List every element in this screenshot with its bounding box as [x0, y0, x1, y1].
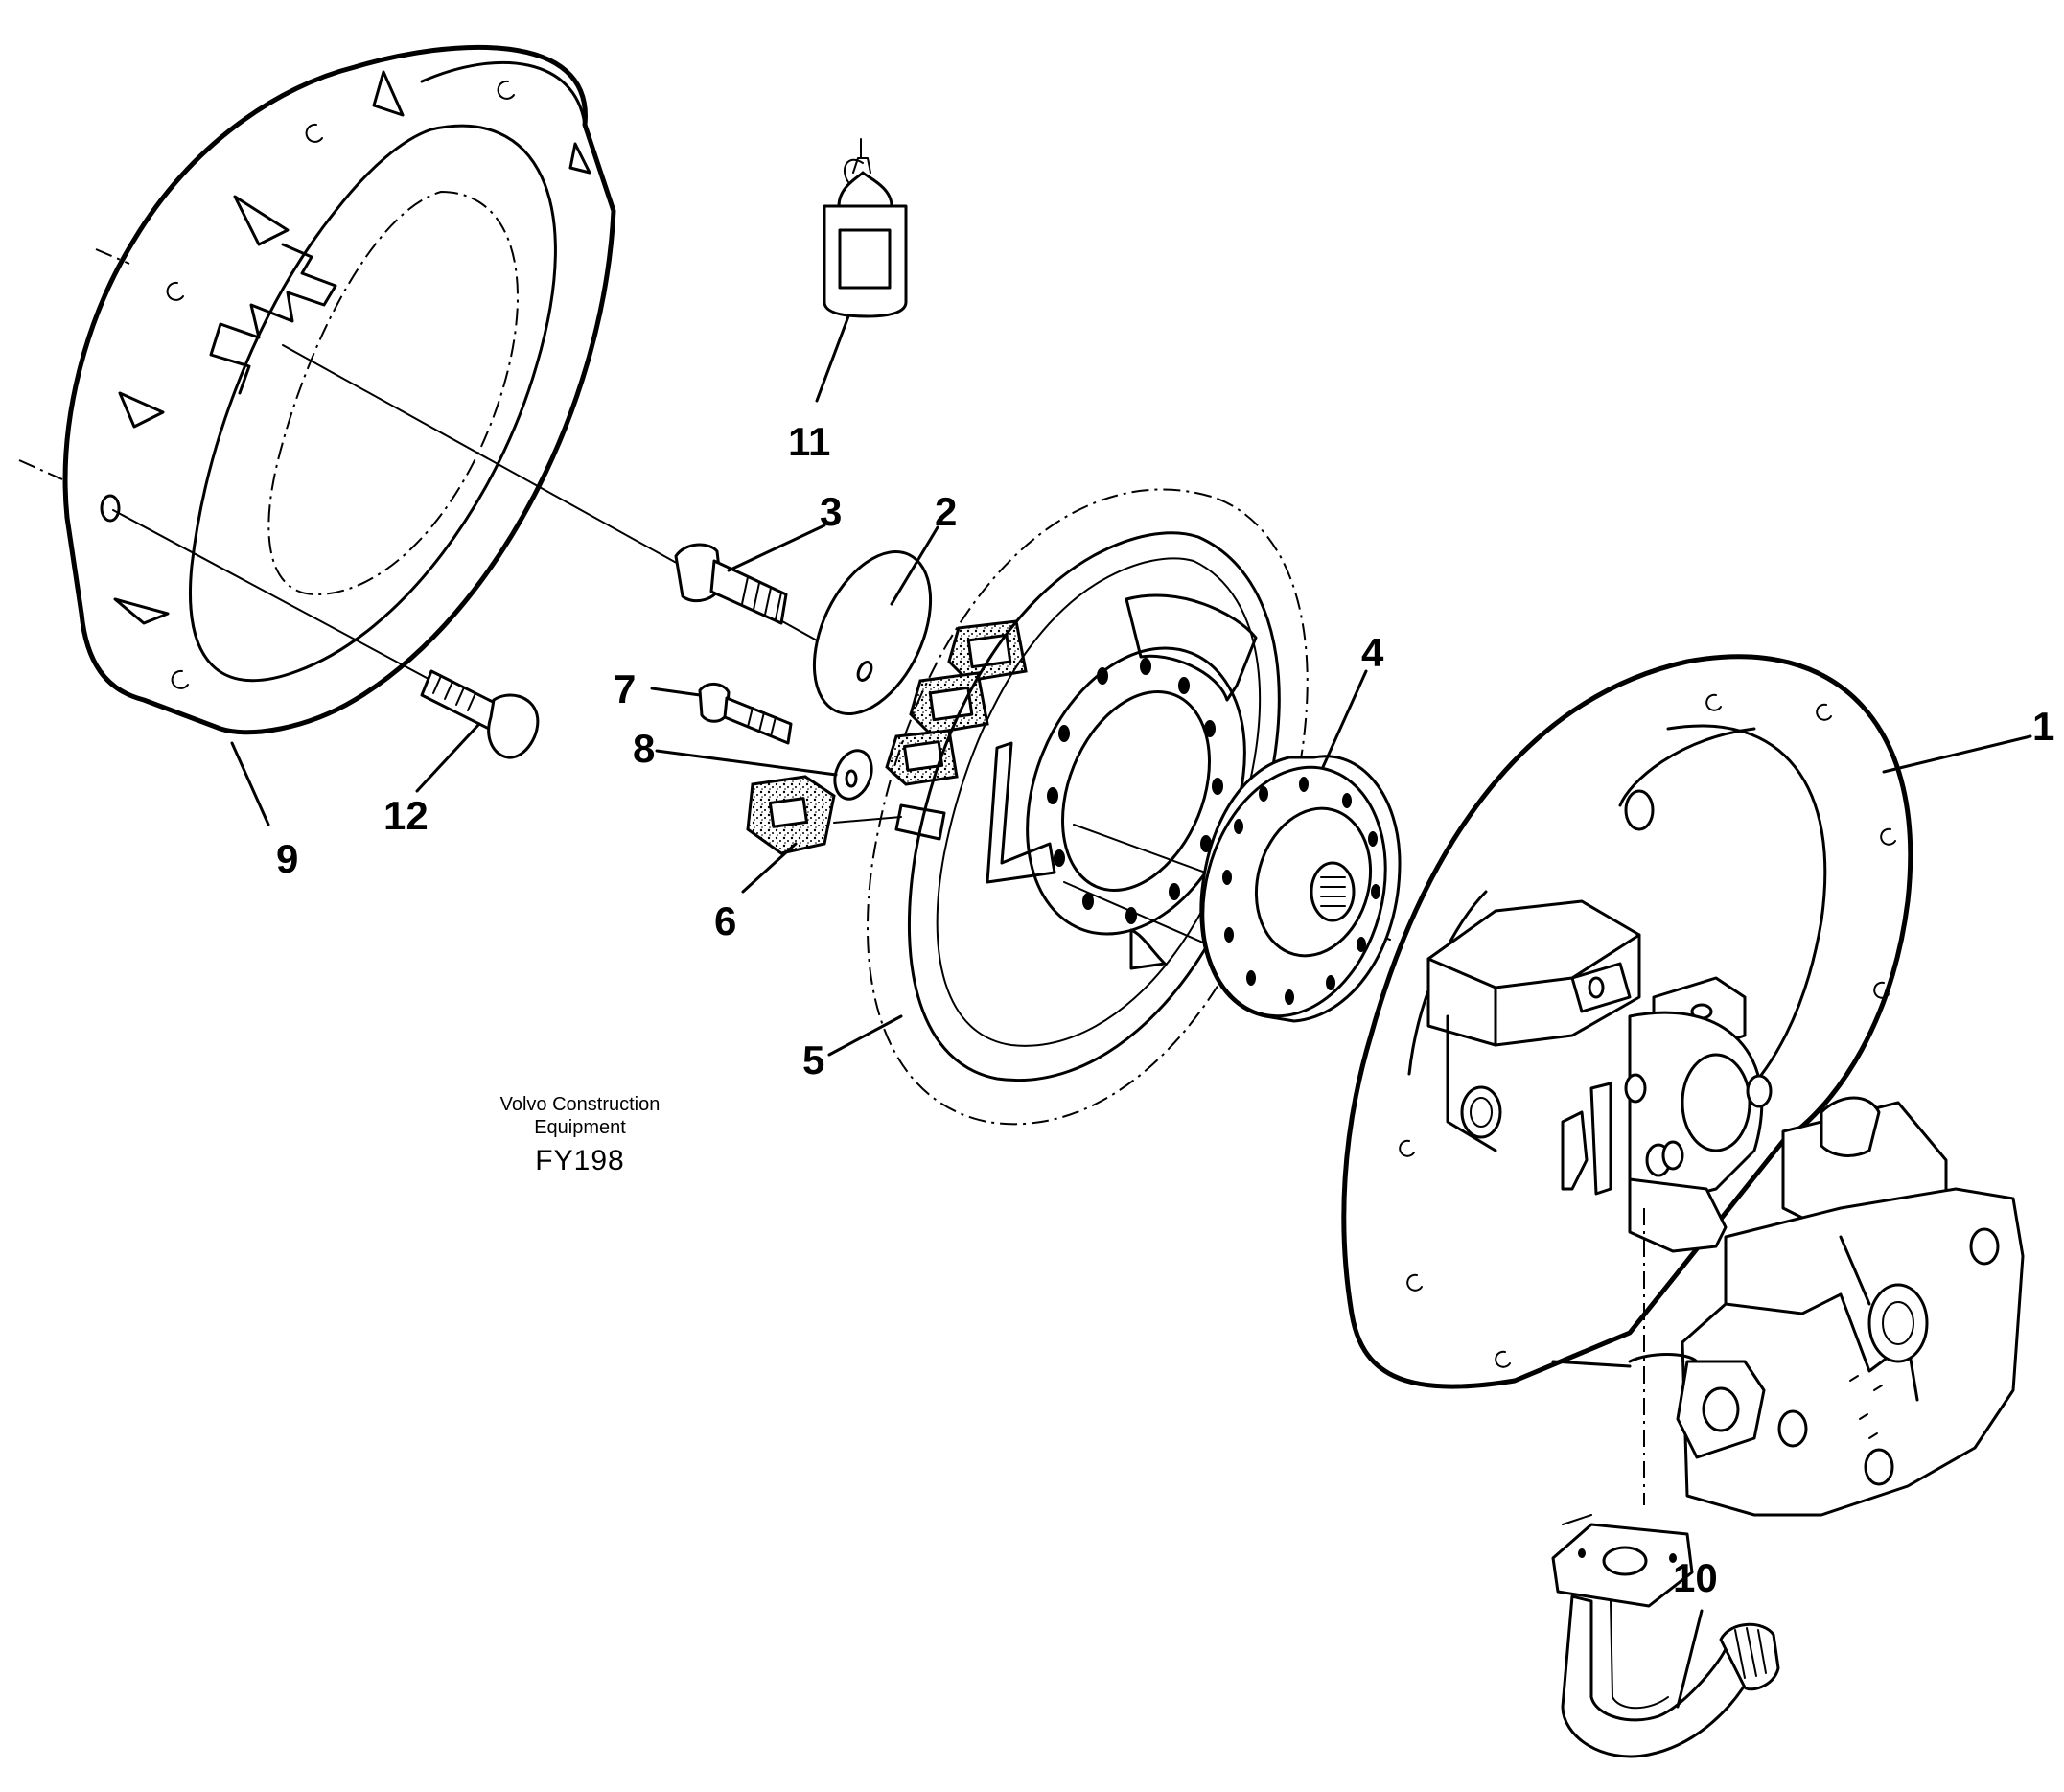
flywheel-housing-drawing [18, 44, 616, 735]
hose-drawing [1551, 1514, 1780, 1758]
pump-housing-drawing [1341, 654, 2025, 1517]
part-number-10: 10 [1673, 1555, 1718, 1600]
part-number-4: 4 [1361, 630, 1384, 675]
screw-3-drawing [674, 543, 788, 625]
part-number-3: 3 [820, 489, 842, 534]
part-number-5: 5 [802, 1037, 824, 1082]
washer-2-drawing [812, 550, 933, 715]
part-number-12: 12 [383, 793, 429, 838]
screw-7-drawing [698, 683, 793, 745]
part-number-9: 9 [276, 836, 298, 881]
hub-drawing [1199, 755, 1402, 1023]
part-number-1: 1 [2032, 704, 2054, 749]
screw-12-drawing [420, 669, 540, 759]
thread-locking-fluid-bottle-drawing [823, 138, 908, 318]
coupling-drawing [867, 488, 1309, 1126]
part-number-2: 2 [935, 489, 957, 534]
figure-code: FY198 [535, 1145, 625, 1176]
leader-lines [230, 314, 2032, 1709]
caption-company-line1: Volvo Construction [499, 1094, 661, 1115]
axis-line-bolt [112, 509, 442, 687]
damper-element-drawing [746, 619, 1028, 855]
part-number-8: 8 [633, 726, 655, 771]
part-number-6: 6 [714, 898, 736, 943]
part-number-7: 7 [614, 666, 636, 711]
washer-8-drawing [833, 749, 873, 801]
caption-company-line2: Equipment [534, 1117, 626, 1138]
part-number-11: 11 [788, 419, 830, 464]
